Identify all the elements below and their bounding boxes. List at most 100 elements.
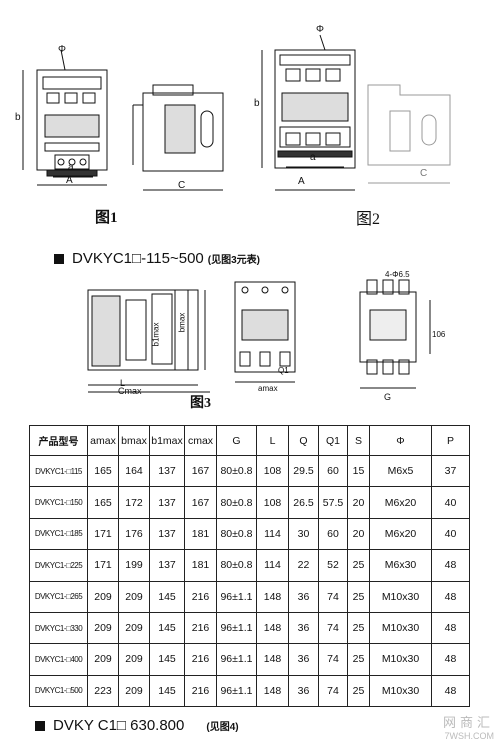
fig2-b-label: b <box>254 98 260 109</box>
value-cell: 137 <box>149 517 185 551</box>
column-header-model: 产品型号 <box>29 425 88 456</box>
fig1-A-label: A <box>66 175 73 186</box>
value-cell: M10x30 <box>369 580 432 613</box>
value-cell: 209 <box>118 643 150 676</box>
value-cell: 148 <box>256 674 289 708</box>
value-cell: 74 <box>318 611 348 645</box>
fig2-a-label: a <box>310 152 316 163</box>
watermark-text: 网商汇 <box>442 715 494 730</box>
value-cell: 74 <box>318 643 348 676</box>
value-cell: 108 <box>256 486 289 519</box>
model-cell: DVKYC1-□225 <box>29 549 88 582</box>
value-cell: 60 <box>318 517 348 551</box>
value-cell: 80±0.8 <box>216 454 257 488</box>
figure-2-caption: 图2 <box>356 211 381 228</box>
fig3-L-label: L <box>120 378 126 388</box>
value-cell: M10x30 <box>369 674 432 708</box>
column-header: bmax <box>118 425 150 456</box>
value-cell: M6x5 <box>369 454 432 488</box>
column-header: L <box>256 425 289 456</box>
value-cell: 181 <box>184 549 217 582</box>
value-cell: 137 <box>149 486 185 519</box>
value-cell: M6x30 <box>369 549 432 582</box>
fig3-amax-label: amax <box>258 384 278 393</box>
value-cell: 48 <box>431 674 470 708</box>
figure-1-caption: 图1 <box>95 210 118 226</box>
column-header: Q <box>288 425 319 456</box>
fig1-C-label: C <box>178 180 186 191</box>
section-title: DVKY C1□ 630.800 <box>53 717 185 734</box>
value-cell: M10x30 <box>369 643 432 676</box>
fig1-phi-label: Φ <box>58 44 66 55</box>
watermark-logo: 网商汇 7WSH.COM <box>443 712 494 741</box>
fig3-Q1-label: Q1 <box>278 366 289 375</box>
value-cell: M10x30 <box>369 611 432 645</box>
bullet-square-icon <box>54 253 64 264</box>
value-cell: 36 <box>288 580 319 613</box>
figure-1-drawing <box>15 15 235 205</box>
figure-3-drawing <box>70 270 480 400</box>
column-header: cmax <box>184 425 217 456</box>
fig3-cmax-label: Cmax <box>118 386 142 396</box>
bullet-square-icon <box>35 720 45 731</box>
figure-3-caption: 图3 <box>190 396 211 411</box>
fig2-phi-label: Φ <box>316 24 324 35</box>
value-cell: 199 <box>118 549 150 582</box>
value-cell: 48 <box>431 580 470 613</box>
value-cell: 165 <box>87 486 119 519</box>
value-cell: 165 <box>87 454 119 488</box>
section-heading-115-500: DVKYC1□-115~500 (见图3元表) <box>54 250 260 267</box>
value-cell: 209 <box>87 643 119 676</box>
value-cell: 96±1.1 <box>216 674 257 708</box>
column-header: amax <box>87 425 119 456</box>
value-cell: 48 <box>431 611 470 645</box>
value-cell: 36 <box>288 611 319 645</box>
column-header: Q1 <box>318 425 348 456</box>
watermark-url: 7WSH.COM <box>444 731 495 741</box>
value-cell: 80±0.8 <box>216 517 257 551</box>
value-cell: 80±0.8 <box>216 486 257 519</box>
value-cell: 57.5 <box>318 486 348 519</box>
section-note: (见图3元表) <box>207 255 261 266</box>
value-cell: 145 <box>149 643 185 676</box>
value-cell: 25 <box>347 611 370 645</box>
model-cell: DVKYC1-□115 <box>29 454 88 488</box>
value-cell: 148 <box>256 580 289 613</box>
value-cell: 30 <box>288 517 319 551</box>
value-cell: 52 <box>318 549 348 582</box>
value-cell: 167 <box>184 454 217 488</box>
value-cell: 114 <box>256 549 289 582</box>
value-cell: 216 <box>184 611 217 645</box>
value-cell: 25 <box>347 580 370 613</box>
value-cell: M6x20 <box>369 486 432 519</box>
value-cell: 74 <box>318 580 348 613</box>
value-cell: 209 <box>87 580 119 613</box>
value-cell: 26.5 <box>288 486 319 519</box>
value-cell: 25 <box>347 549 370 582</box>
value-cell: 96±1.1 <box>216 643 257 676</box>
model-cell: DVKYC1-□185 <box>29 517 88 551</box>
value-cell: 37 <box>431 454 470 488</box>
value-cell: 29.5 <box>288 454 319 488</box>
value-cell: 172 <box>118 486 150 519</box>
fig2-C-label: C <box>420 168 428 179</box>
column-header: G <box>216 425 257 456</box>
value-cell: 176 <box>118 517 150 551</box>
value-cell: 145 <box>149 580 185 613</box>
column-header: Φ <box>369 425 432 456</box>
fig1-b-label: b <box>15 112 21 123</box>
value-cell: 171 <box>87 517 119 551</box>
value-cell: 25 <box>347 643 370 676</box>
fig1-a-label: a <box>68 162 74 173</box>
value-cell: 60 <box>318 454 348 488</box>
value-cell: 145 <box>149 611 185 645</box>
column-header: b1max <box>149 425 185 456</box>
